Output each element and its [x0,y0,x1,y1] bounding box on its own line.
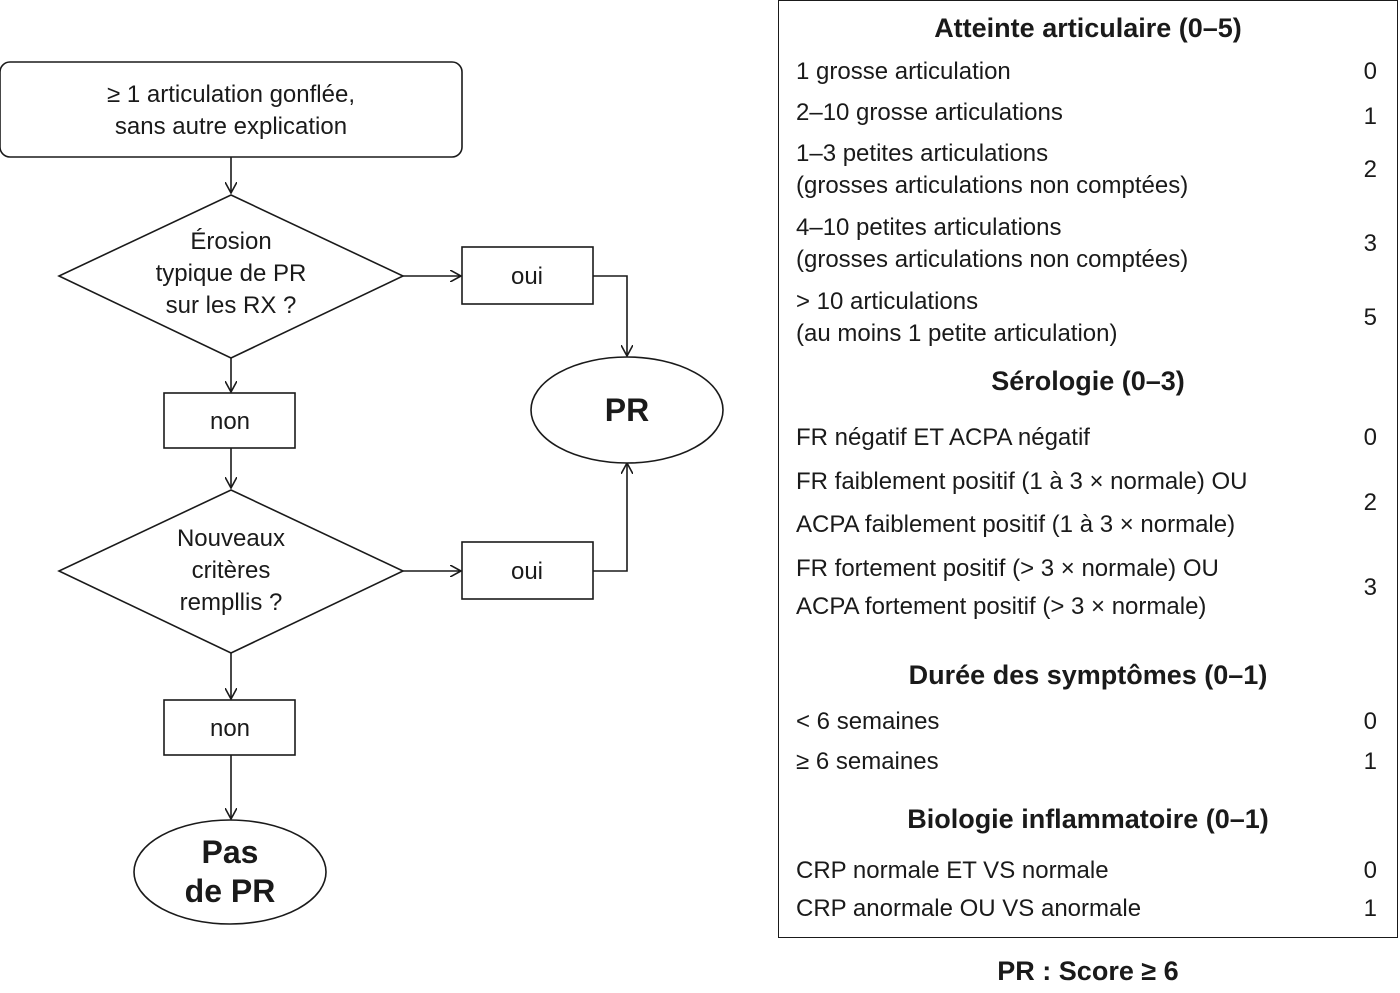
row-text: FR négatif ET ACPA négatif [796,424,1090,451]
no2-label: non [210,715,250,742]
no-box-2: non [163,699,296,756]
row-score: 1 [1363,748,1377,775]
row-text: CRP normale ET VS normale [796,857,1109,884]
row-score: 2 [1363,489,1377,516]
row-text: > 10 articulations [796,288,979,315]
row-text: FR fortement positif (> 3 × normale) OU [796,555,1219,582]
no1-label: non [210,408,250,435]
connector-yes2-to-positive [593,463,627,572]
negative-line-2: de PR [185,873,276,909]
row-text: CRP anormale OU VS anormale [796,895,1142,922]
row-score: 0 [1363,58,1377,85]
yes-box-2: oui [461,541,594,600]
start-line-1: ≥ 1 articulation gonflée, [107,81,355,108]
row-score: 0 [1363,424,1377,451]
row-score: 0 [1363,708,1377,735]
row-score: 5 [1363,304,1377,331]
row-score: 3 [1363,574,1377,601]
row-text: 1–3 petites articulations [796,140,1049,167]
yes-box-1: oui [461,246,594,305]
decision2-line-1: Nouveaux [177,525,285,552]
row-text: < 6 semaines [796,708,940,735]
flowchart: ≥ 1 articulation gonflée, sans autre exp… [0,61,724,925]
row-text: 2–10 grosse articulations [796,99,1063,126]
row-score: 0 [1363,857,1377,884]
section-title-duration: Durée des symptômes (0–1) [908,660,1268,690]
row-text: ACPA fortement positif (> 3 × normale) [796,593,1207,620]
row-score: 2 [1363,156,1377,183]
row-text: (grosses articulations non comptées) [796,246,1189,273]
section-title-inflammation: Biologie inflammatoire (0–1) [907,804,1269,834]
row-text: ACPA faiblement positif (1 à 3 × normale… [796,511,1236,538]
row-text: (grosses articulations non comptées) [796,172,1189,199]
decision-erosion: Érosion typique de PR sur les RX ? [57,194,405,359]
row-text: ≥ 6 semaines [796,748,939,775]
row-score: 1 [1363,895,1377,922]
row-score: 1 [1363,103,1377,130]
start-line-2: sans autre explication [115,113,347,140]
yes1-label: oui [511,263,543,290]
decision-new-criteria: Nouveaux critères rempllis ? [57,489,405,654]
yes2-label: oui [511,558,543,585]
positive-label: PR [605,392,649,428]
row-text: 4–10 petites articulations [796,214,1062,241]
row-text: (au moins 1 petite articulation) [796,320,1118,347]
row-text: 1 grosse articulation [796,58,1011,85]
row-score: 3 [1363,230,1377,257]
decision1-line-3: sur les RX ? [166,292,297,319]
decision1-line-2: typique de PR [156,260,307,287]
start-node: ≥ 1 articulation gonflée, sans autre exp… [0,61,463,158]
outcome-negative: Pas de PR [133,819,327,925]
criteria-table: Atteinte articulaire (0–5) 1 grosse arti… [778,0,1398,938]
decision2-line-2: critères [192,557,271,584]
outcome-positive: PR [530,356,724,464]
connector-yes1-to-positive [593,275,627,356]
decision1-line-1: Érosion [190,228,271,255]
no-box-1: non [163,392,296,449]
negative-line-1: Pas [202,834,259,870]
score-threshold: PR : Score ≥ 6 [997,956,1179,986]
section-title-joints: Atteinte articulaire (0–5) [934,13,1242,43]
decision2-line-3: rempllis ? [180,589,283,616]
row-text: FR faiblement positif (1 à 3 × normale) … [796,468,1248,495]
section-title-serology: Sérologie (0–3) [991,366,1185,396]
